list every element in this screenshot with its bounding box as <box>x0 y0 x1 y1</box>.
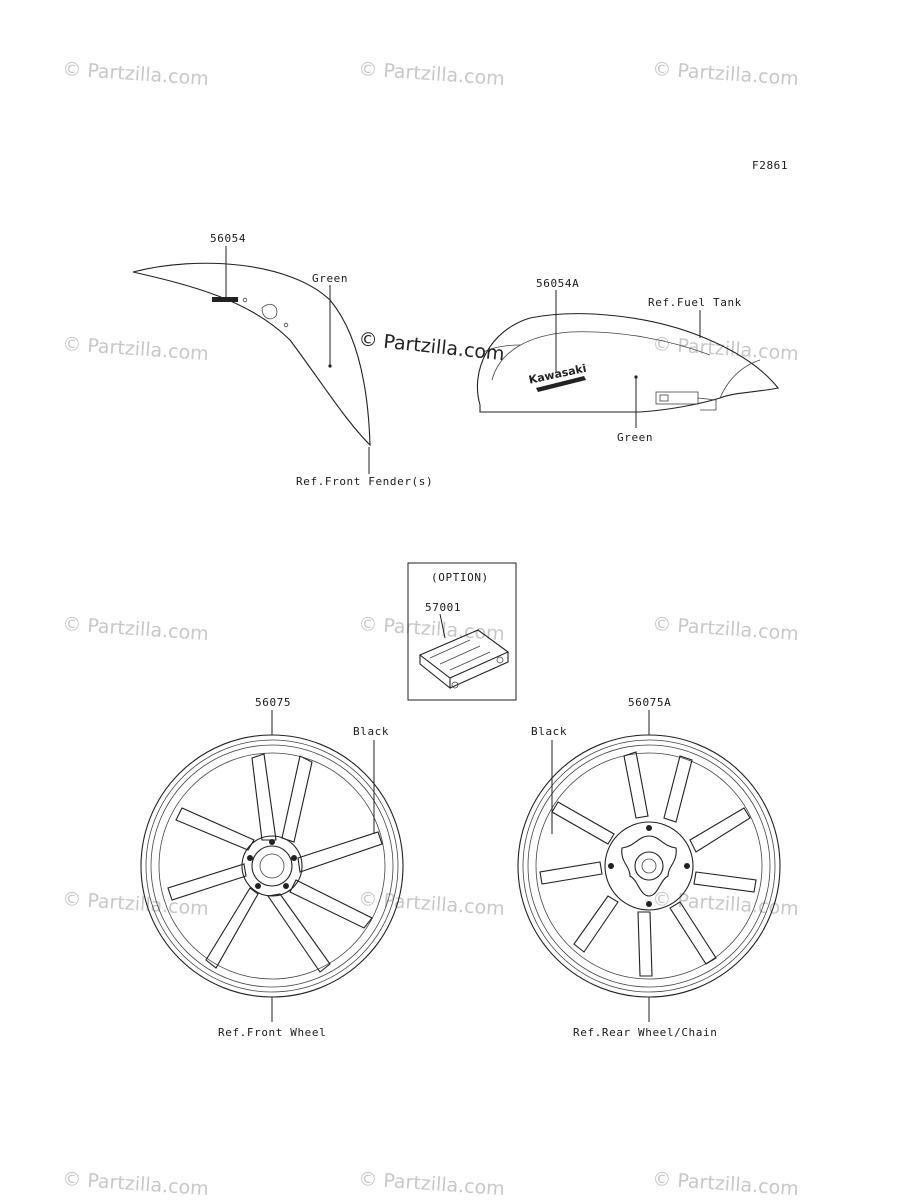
label-green-fender: Green <box>312 272 348 285</box>
watermark: © Partzilla.com <box>62 888 210 920</box>
watermark: © Partzilla.com <box>652 1168 800 1200</box>
fuel-tank: Kawasaki <box>476 313 779 413</box>
label-ref-fuel-tank: Ref.Fuel Tank <box>648 296 742 309</box>
watermark: © Partzilla.com <box>62 58 210 90</box>
label-option: (OPTION) <box>431 571 489 584</box>
front-wheel <box>140 734 404 998</box>
tool-57001[interactable] <box>418 629 510 690</box>
watermark: © Partzilla.com <box>652 613 800 645</box>
label-green-tank: Green <box>617 431 653 444</box>
watermark: © Partzilla.com <box>652 58 800 90</box>
label-black-rear: Black <box>531 725 567 738</box>
watermark: © Partzilla.com <box>62 613 210 645</box>
watermark: © Partzilla.com <box>62 1168 210 1200</box>
decal-56054[interactable] <box>212 297 238 302</box>
watermark: © Partzilla.com <box>358 613 506 645</box>
part-57001[interactable]: 57001 <box>425 601 461 614</box>
option-box <box>407 562 517 701</box>
label-black-front: Black <box>353 725 389 738</box>
figure-code: F2861 <box>752 159 788 172</box>
part-56054[interactable]: 56054 <box>210 232 246 245</box>
front-spokes <box>167 753 383 973</box>
watermark: © Partzilla.com <box>652 333 800 365</box>
leader-57001 <box>439 613 446 639</box>
rear-wheel <box>517 734 781 998</box>
front-fender <box>132 262 371 447</box>
rear-spokes <box>539 751 757 977</box>
part-56075[interactable]: 56075 <box>255 696 291 709</box>
label-ref-front-wheel: Ref.Front Wheel <box>218 1026 326 1039</box>
tank-logo-underline <box>536 376 586 392</box>
watermark: © Partzilla.com <box>358 1168 506 1200</box>
watermark: © Partzilla.com <box>358 888 506 920</box>
watermark: © Partzilla.com <box>62 333 210 365</box>
label-ref-front-fender: Ref.Front Fender(s) <box>296 475 433 488</box>
part-56075A[interactable]: 56075A <box>628 696 671 709</box>
label-ref-rear-wheel: Ref.Rear Wheel/Chain <box>573 1026 717 1039</box>
watermark: © Partzilla.com <box>358 58 506 90</box>
part-56054A[interactable]: 56054A <box>536 277 579 290</box>
